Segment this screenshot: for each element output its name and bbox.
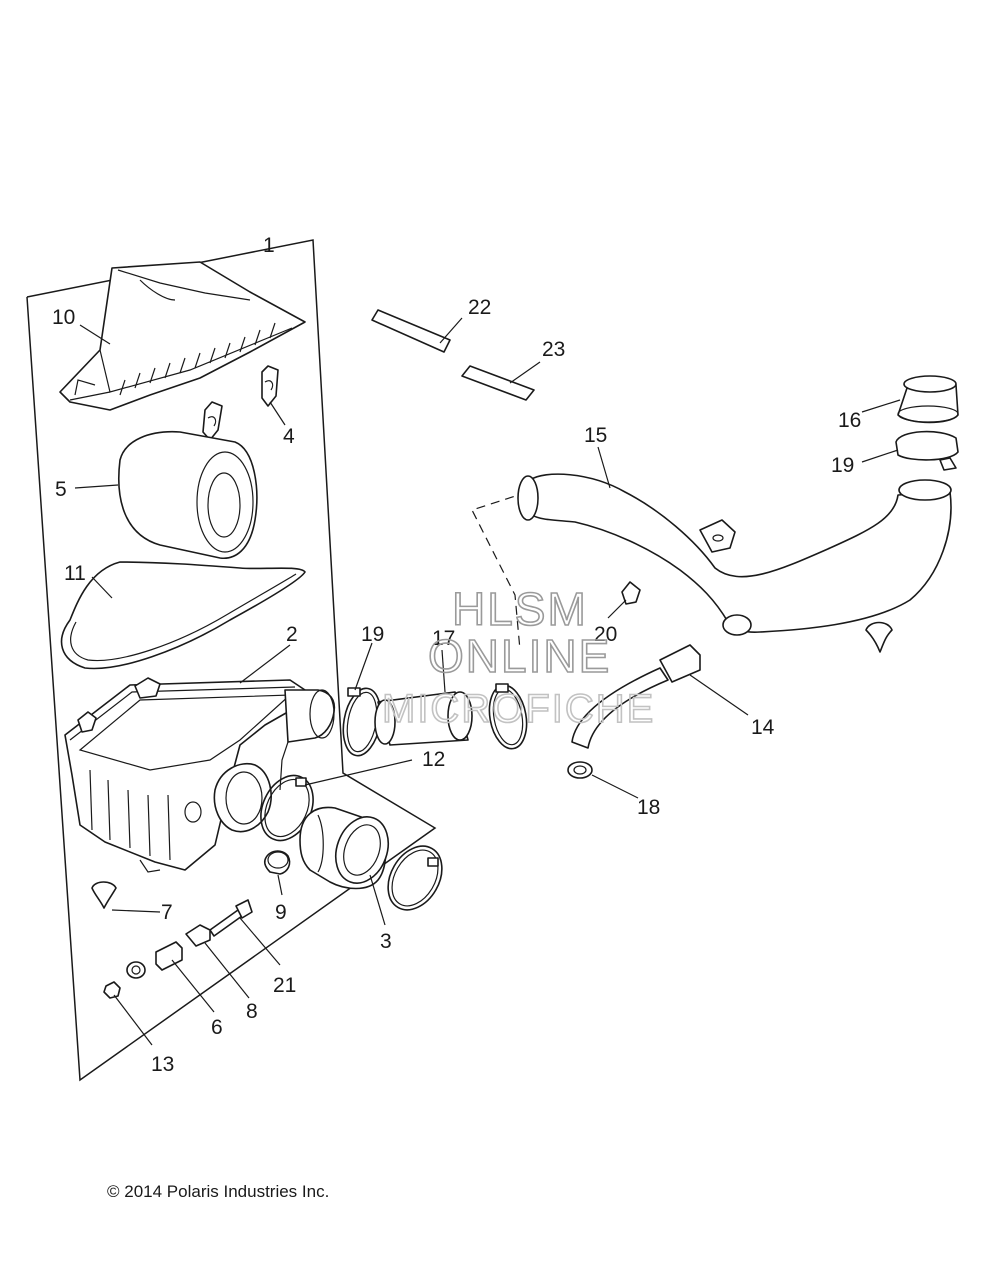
duct-clamp-12[interactable] bbox=[251, 767, 323, 849]
connector-tube[interactable] bbox=[374, 691, 473, 746]
intake-boot[interactable] bbox=[299, 806, 397, 890]
callout-3: 3 bbox=[380, 930, 392, 953]
boot-clamp[interactable] bbox=[377, 837, 453, 920]
nut-13[interactable] bbox=[103, 981, 121, 999]
washer[interactable] bbox=[126, 961, 146, 979]
duct-cap[interactable] bbox=[897, 375, 959, 424]
callout-5: 5 bbox=[55, 478, 67, 501]
callout-11: 11 bbox=[64, 562, 86, 585]
callout-12: 12 bbox=[422, 748, 445, 771]
airbox-outlet-tube bbox=[279, 689, 336, 791]
callout-13: 13 bbox=[151, 1053, 174, 1076]
grommet-7[interactable] bbox=[91, 881, 117, 909]
callout-18: 18 bbox=[637, 796, 660, 819]
airbox-inlet-coupler bbox=[213, 763, 272, 833]
leader-lines bbox=[74, 317, 901, 1046]
hose-clamp-18[interactable] bbox=[567, 761, 593, 779]
callout-20: 20 bbox=[594, 623, 617, 646]
callout-2: 2 bbox=[286, 623, 298, 646]
watermark-line-2: ONLINE bbox=[428, 630, 611, 682]
hose-clamp-19-right[interactable] bbox=[895, 430, 959, 471]
callout-7: 7 bbox=[161, 901, 173, 924]
callout-1: 1 bbox=[263, 234, 275, 257]
bushing-6[interactable] bbox=[155, 941, 183, 971]
callout-9: 9 bbox=[275, 901, 287, 924]
callout-19-right: 19 bbox=[831, 454, 854, 477]
callout-15: 15 bbox=[584, 424, 607, 447]
watermark: HLSM ONLINE MICROFICHE bbox=[381, 582, 655, 732]
callout-8: 8 bbox=[246, 1000, 258, 1023]
callout-17: 17 bbox=[432, 627, 455, 650]
callout-10: 10 bbox=[52, 306, 75, 329]
hose-clamp-mid[interactable] bbox=[485, 682, 532, 751]
callout-19-left: 19 bbox=[361, 623, 384, 646]
callout-23: 23 bbox=[542, 338, 565, 361]
decal-22[interactable] bbox=[371, 309, 451, 353]
callout-6: 6 bbox=[211, 1016, 223, 1039]
assembly-frame bbox=[26, 239, 437, 1082]
airbox-cover[interactable] bbox=[59, 261, 306, 411]
copyright-notice: © 2014 Polaris Industries Inc. bbox=[107, 1182, 330, 1201]
intake-duct[interactable] bbox=[517, 473, 952, 636]
duct-grommet[interactable] bbox=[865, 621, 893, 653]
bolt-21[interactable] bbox=[209, 899, 253, 937]
alignment-dashed-line bbox=[471, 491, 529, 651]
drain-plug[interactable] bbox=[263, 850, 291, 875]
airbox-seal[interactable] bbox=[60, 561, 306, 670]
breather-hose[interactable] bbox=[571, 644, 701, 749]
air-filter[interactable] bbox=[118, 430, 258, 559]
callout-4: 4 bbox=[283, 425, 295, 448]
callout-14: 14 bbox=[751, 716, 775, 739]
watermark-line-3: MICROFICHE bbox=[382, 687, 655, 731]
callout-21: 21 bbox=[273, 974, 296, 997]
callout-22: 22 bbox=[468, 296, 491, 319]
cover-latch-clips[interactable] bbox=[202, 365, 279, 441]
watermark-line-1: HLSM bbox=[452, 583, 588, 635]
callout-labels: 1 10 4 5 11 2 19 17 12 3 7 9 21 8 6 13 2… bbox=[52, 234, 861, 1076]
airbox-base[interactable] bbox=[64, 677, 306, 873]
callout-16: 16 bbox=[838, 409, 861, 432]
decal-23[interactable] bbox=[461, 365, 535, 401]
screw-20[interactable] bbox=[621, 581, 641, 605]
spacer-8[interactable] bbox=[185, 924, 211, 947]
